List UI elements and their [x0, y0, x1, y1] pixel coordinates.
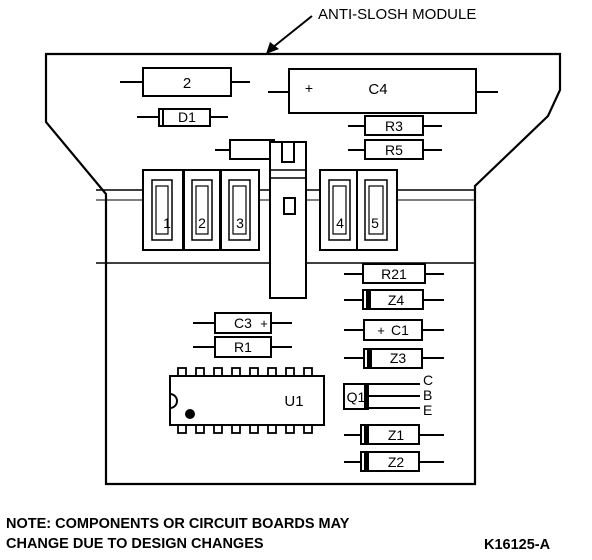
- center-mounting-bracket: [269, 141, 307, 299]
- resistor-r5: R5: [348, 139, 442, 160]
- u1-pin: [249, 367, 259, 377]
- circuit-board-outline: [44, 52, 562, 486]
- z1-label: Z1: [388, 427, 405, 443]
- u1-notch: [169, 393, 178, 409]
- pin-1-label: 1: [163, 215, 171, 231]
- u1-pin: [249, 424, 259, 434]
- note-line-2: CHANGE DUE TO DESIGN CHANGES: [6, 536, 264, 552]
- zener-z4: Z4: [344, 289, 444, 310]
- c1-polarity: +: [377, 323, 385, 338]
- z4-label: Z4: [388, 292, 405, 308]
- capacitor-c1: + C1: [344, 319, 444, 341]
- u1-pin: [285, 367, 295, 377]
- u1-pin: [213, 424, 223, 434]
- u1-pin: [213, 367, 223, 377]
- zener-z2: Z2: [344, 451, 444, 472]
- zener-z1: Z1: [344, 424, 444, 445]
- diode-d1: D1: [137, 108, 228, 127]
- anti-slosh-module-diagram: ANTI-SLOSH MODULE 2 + C4 D1 R3 R5: [44, 6, 562, 486]
- ic-u1: U1: [169, 367, 325, 434]
- pin-2-label: 2: [198, 215, 206, 231]
- module-title: ANTI-SLOSH MODULE: [318, 6, 476, 23]
- d1-label: D1: [178, 109, 196, 125]
- u1-pin: [303, 367, 313, 377]
- resistor-r21: R21: [344, 263, 444, 284]
- c3-polarity: +: [260, 316, 268, 331]
- connector-pin-1: 1: [142, 169, 184, 251]
- r3-label: R3: [385, 118, 403, 134]
- title-arrowhead: [266, 42, 279, 54]
- transistor-q1: Q1 C B E: [343, 372, 433, 418]
- c1-label: C1: [391, 322, 409, 338]
- figure-id: K16125-A: [484, 537, 551, 553]
- u1-label: U1: [284, 393, 303, 410]
- z2-label: Z2: [388, 454, 405, 470]
- q1-pin-e: E: [423, 402, 432, 418]
- c3-label: C3: [234, 315, 252, 331]
- u1-pin: [195, 367, 205, 377]
- capacitor-c3: C3 +: [193, 312, 292, 334]
- connector-pin-4: 4: [319, 169, 359, 251]
- pin-3-label: 3: [236, 215, 244, 231]
- pin-5-label: 5: [371, 215, 379, 231]
- z3-label: Z3: [390, 350, 407, 366]
- note-line-1: NOTE: COMPONENTS OR CIRCUIT BOARDS MAY: [6, 516, 350, 532]
- capacitor-c4: + C4: [268, 68, 498, 114]
- u1-pin1-dot: [185, 409, 195, 419]
- title-leader-line: [271, 15, 313, 49]
- resistor-r1: R1: [193, 336, 292, 358]
- u1-pin: [303, 424, 313, 434]
- u1-pin: [231, 367, 241, 377]
- resistor-r3: R3: [348, 115, 442, 136]
- q1-label: Q1: [347, 389, 366, 405]
- u1-pin: [267, 424, 277, 434]
- connector-pin-3: 3: [220, 169, 260, 251]
- c4-label: C4: [368, 81, 387, 98]
- u1-pin: [285, 424, 295, 434]
- component-2-label: 2: [183, 75, 191, 92]
- zener-z3: Z3: [344, 348, 444, 369]
- r21-label: R21: [381, 266, 407, 282]
- connector-pin-2: 2: [183, 169, 221, 251]
- u1-pin: [195, 424, 205, 434]
- design-change-note: NOTE: COMPONENTS OR CIRCUIT BOARDS MAY C…: [6, 514, 349, 554]
- u1-pin: [231, 424, 241, 434]
- u1-pin: [267, 367, 277, 377]
- r5-label: R5: [385, 142, 403, 158]
- c4-polarity: +: [305, 80, 313, 96]
- component-2: 2: [120, 67, 250, 97]
- u1-pin: [177, 424, 187, 434]
- connector-pin-5: 5: [356, 169, 398, 251]
- r1-label: R1: [234, 339, 252, 355]
- q1-pin-c: C: [423, 372, 433, 388]
- q1-pin-b: B: [423, 387, 432, 403]
- pin-4-label: 4: [336, 215, 344, 231]
- u1-pin: [177, 367, 187, 377]
